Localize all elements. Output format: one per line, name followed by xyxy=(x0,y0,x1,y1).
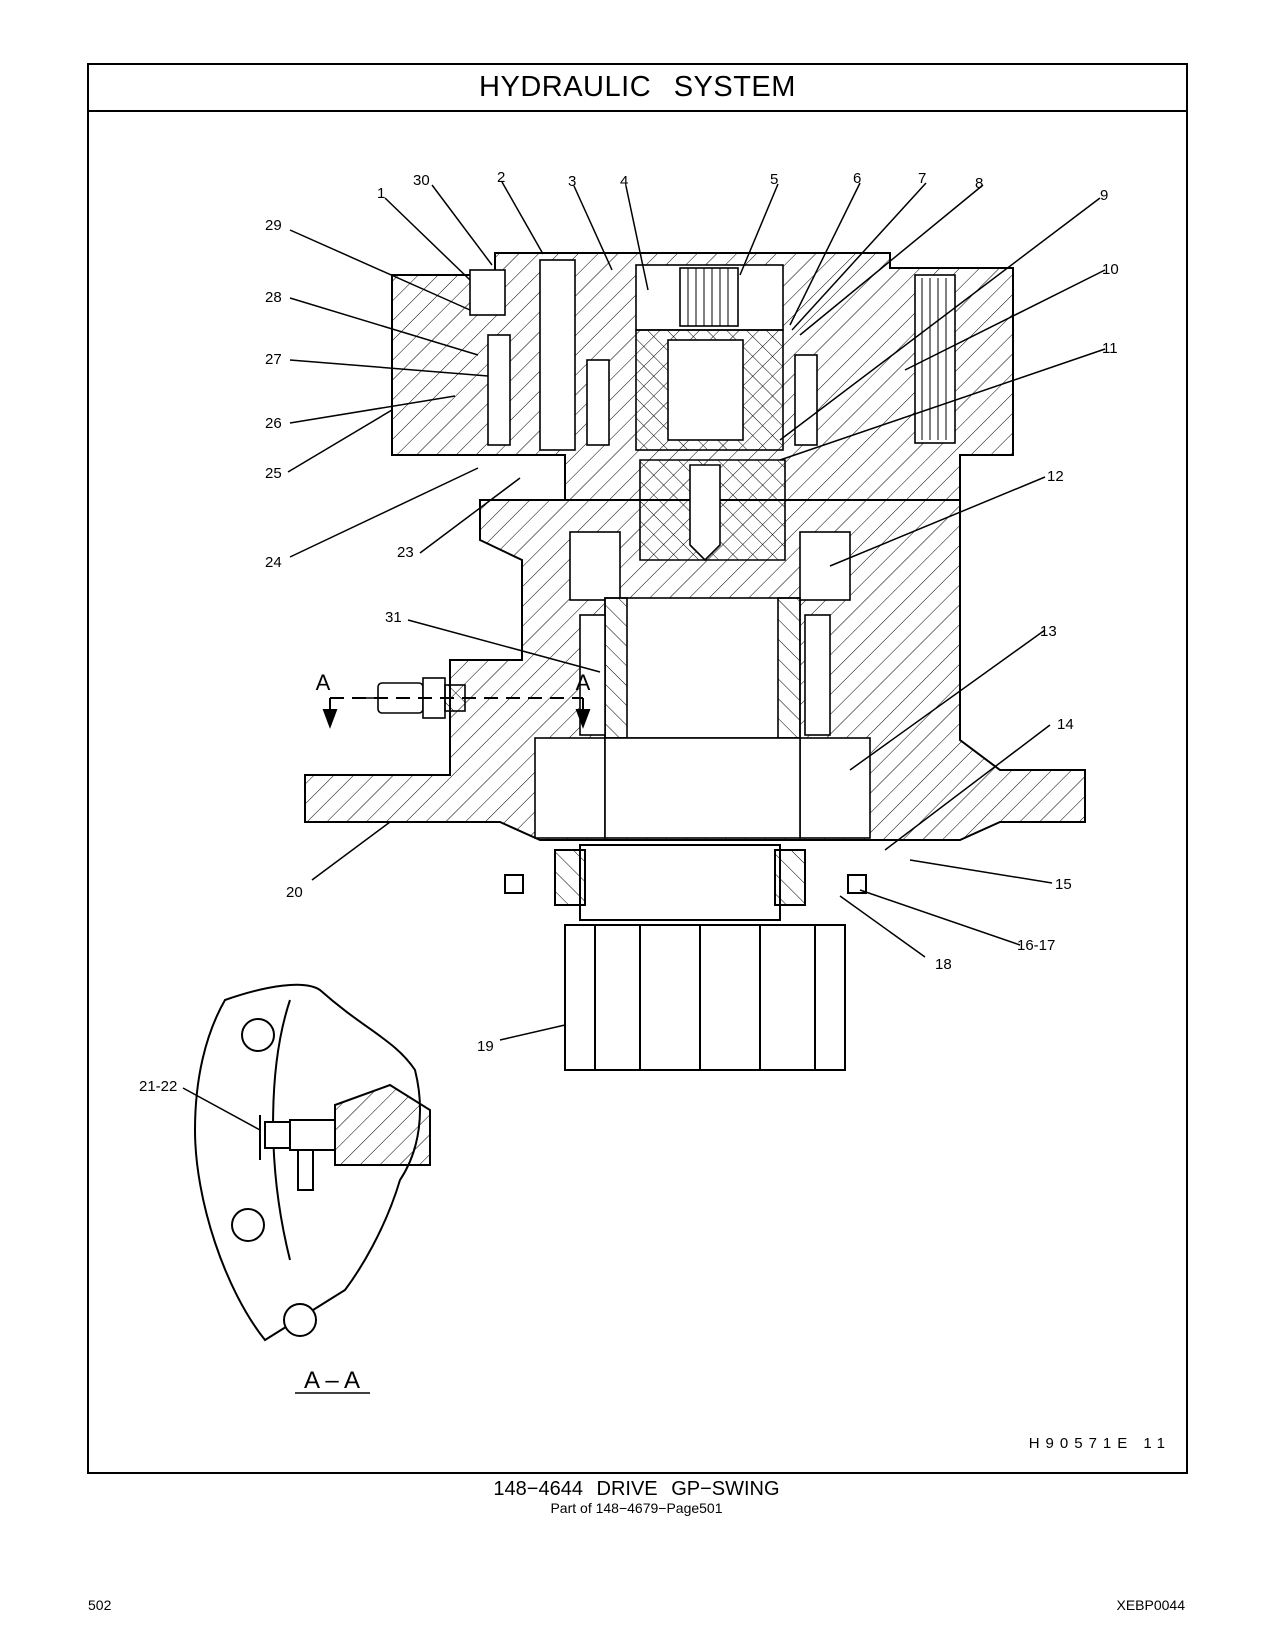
caption-title: 148−4644 DRIVE GP−SWING xyxy=(493,1478,780,1500)
callout-11: 11 xyxy=(1102,340,1118,357)
callout-labels: 1 2 3 4 5 6 7 8 9 10 11 12 13 14 15 16-1… xyxy=(139,169,1119,1095)
callout-27: 27 xyxy=(265,351,282,368)
callout-20: 20 xyxy=(286,884,303,901)
document-code: XEBP0044 xyxy=(1116,1597,1186,1613)
callout-23: 23 xyxy=(397,544,414,561)
output-assembly xyxy=(504,844,867,921)
callout-13: 13 xyxy=(1040,623,1057,640)
caption-subtitle: Part of 148−4679−Page501 xyxy=(550,1500,723,1516)
callout-29: 29 xyxy=(265,217,282,234)
callout-19: 19 xyxy=(477,1038,494,1055)
callout-28: 28 xyxy=(265,289,282,306)
swing-drive-cross-section: A A A – A xyxy=(139,169,1119,1394)
detail-label: A – A xyxy=(304,1367,360,1394)
callout-9: 9 xyxy=(1100,187,1108,204)
callout-5: 5 xyxy=(770,171,778,188)
callout-8: 8 xyxy=(975,175,983,192)
figure-caption: 148−4644 DRIVE GP−SWING Part of 148−4679… xyxy=(0,1478,1273,1516)
callout-24: 24 xyxy=(265,554,282,571)
motor-internals xyxy=(469,259,956,451)
gear-internals xyxy=(534,459,871,839)
section-mark-left: A xyxy=(316,670,331,695)
callout-14: 14 xyxy=(1057,716,1074,733)
callout-30: 30 xyxy=(413,172,430,189)
callout-4: 4 xyxy=(620,173,628,190)
detail-a-a-view xyxy=(193,983,431,1342)
callout-21-22: 21-22 xyxy=(139,1078,177,1095)
callout-12: 12 xyxy=(1047,468,1064,485)
callout-16-17: 16-17 xyxy=(1017,937,1055,954)
callout-31: 31 xyxy=(385,609,402,626)
title-bar: HYDRAULIC SYSTEM xyxy=(89,65,1186,112)
section-title: HYDRAULIC SYSTEM xyxy=(479,71,796,103)
callout-25: 25 xyxy=(265,465,282,482)
callout-3: 3 xyxy=(568,173,576,190)
callout-1: 1 xyxy=(377,185,385,202)
callout-6: 6 xyxy=(853,170,861,187)
callout-leaders xyxy=(182,181,1106,1131)
callout-2: 2 xyxy=(497,169,505,186)
section-mark-right: A xyxy=(576,670,591,695)
section-a-a-cut-line xyxy=(322,697,591,729)
diagram-frame: HYDRAULIC SYSTEM H90571E 11 xyxy=(87,63,1188,1474)
callout-26: 26 xyxy=(265,415,282,432)
callout-7: 7 xyxy=(918,170,926,187)
callout-10: 10 xyxy=(1102,261,1119,278)
callout-15: 15 xyxy=(1055,876,1072,893)
page-number: 502 xyxy=(88,1597,112,1613)
callout-18: 18 xyxy=(935,956,952,973)
figure-id: H90571E 11 xyxy=(1028,1435,1171,1452)
pinion xyxy=(564,924,846,1071)
